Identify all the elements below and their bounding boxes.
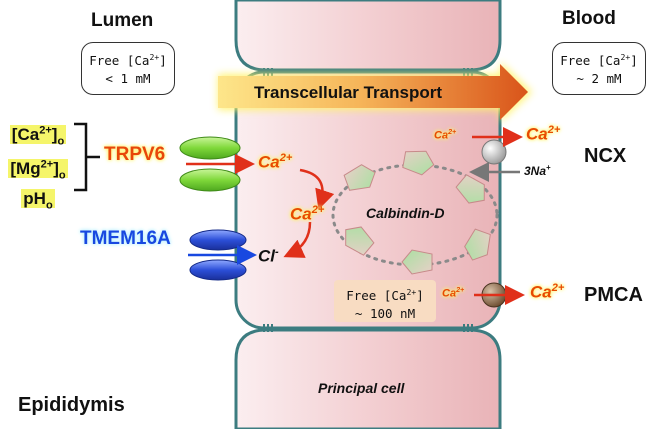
pmca-label: PMCA <box>584 284 643 306</box>
trpv6-channel <box>179 136 241 192</box>
tight-junction-bottom <box>263 324 473 332</box>
regulator-list: [Ca2+]o [Mg2+]o pHo <box>6 120 70 216</box>
na-ion: 3Na+ <box>524 163 551 178</box>
transcellular-transport-arrow <box>218 62 532 122</box>
regulator-mg: [Mg2+]o <box>8 158 68 182</box>
principal-cell-body <box>234 70 502 330</box>
calbindin-subunit <box>401 249 433 275</box>
tmem16a-channel <box>189 229 247 281</box>
ncx-ca-small: Ca2+ <box>434 128 457 142</box>
calbindin-subunit <box>345 226 375 256</box>
ncx-ca-blood: Ca2+ <box>526 124 561 144</box>
trpv6-label: TRPV6 <box>104 144 166 165</box>
cl-ion: Cl- <box>258 246 279 266</box>
cell-free-ca-box: Free [Ca2+] ~ 100 nM <box>334 280 436 322</box>
ca-ion-entry: Ca2+ <box>258 152 293 172</box>
ncx-exchanger <box>481 139 507 165</box>
regulator-bracket <box>74 122 100 192</box>
upper-neighbour-cell <box>234 0 502 72</box>
regulator-ca: [Ca2+]o <box>9 124 67 148</box>
tissue-label: Epididymis <box>18 394 125 416</box>
calbindin-subunit <box>402 150 435 176</box>
tmem16a-label: TMEM16A <box>80 228 171 249</box>
calbindin-subunit <box>464 228 491 261</box>
blood-header: Blood <box>562 8 616 29</box>
blood-free-ca-box: Free [Ca2+] ~ 2 mM <box>552 42 646 95</box>
transcellular-transport-label: Transcellular Transport <box>254 83 443 102</box>
lumen-free-ca-box: Free [Ca2+] < 1 mM <box>81 42 175 95</box>
lumen-header: Lumen <box>91 10 154 31</box>
ncx-label: NCX <box>584 145 627 167</box>
regulator-ph: pHo <box>21 189 55 212</box>
ca-diffusion-arrow-2 <box>283 221 312 258</box>
calbindin-complex <box>331 150 499 275</box>
lower-neighbour-cell <box>234 328 502 429</box>
ca-diffusion-arrow-1 <box>299 168 335 210</box>
calbindin-label: Calbindin-D <box>366 205 445 221</box>
pmca-ca-blood: Ca2+ <box>530 282 565 302</box>
principal-cell-label: Principal cell <box>318 380 405 396</box>
calbindin-subunit <box>343 164 376 191</box>
ca-ion-cytosol: Ca2+ <box>290 204 325 224</box>
pmca-ca-small: Ca2+ <box>442 286 465 300</box>
